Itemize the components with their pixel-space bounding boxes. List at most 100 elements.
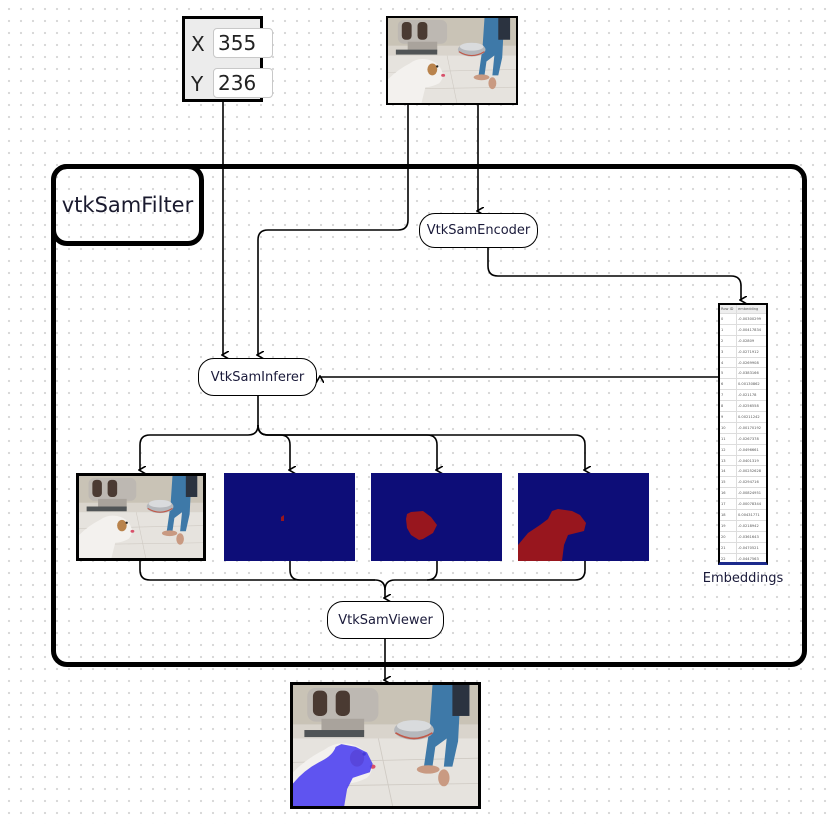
embedding-value-cell: -0.00300299	[736, 313, 766, 325]
filter-title-box	[51, 164, 204, 246]
embedding-value-cell: -0.0294716	[736, 476, 766, 489]
input-image	[386, 16, 518, 105]
embedding-value-cell: -0.00252628	[736, 465, 766, 478]
point-input-panel: X 355 Y 236	[182, 16, 273, 102]
embedding-value-cell: -0.0269908	[736, 357, 766, 369]
column-header: embedding	[736, 305, 766, 314]
row-id-cell: 14	[720, 465, 737, 478]
embedding-value-cell: -0.02809	[736, 335, 766, 347]
embedding-value-cell: -0.0361643	[736, 531, 766, 543]
row-id-cell: 10	[720, 422, 737, 434]
x-input[interactable]: 355	[213, 28, 273, 58]
row-id-cell: 18	[720, 509, 737, 521]
embedding-value-cell: -0.0447563	[736, 553, 766, 562]
row-id-cell: 9	[720, 411, 737, 423]
row-id-cell: 7	[720, 389, 737, 402]
mask-image	[224, 473, 355, 561]
viewer-node[interactable]: VtkSamViewer	[327, 601, 444, 639]
output-original-image	[76, 473, 206, 561]
wire-inferer-to-outputs	[140, 395, 259, 470]
embeddings-row: 5-0.0383166	[720, 367, 766, 380]
wire-encoder-to-embeddings	[487, 247, 741, 300]
embeddings-row: 21-0.0470521	[720, 542, 766, 554]
output-mask-head	[371, 473, 502, 561]
embedding-value-cell: -0.0267378	[736, 433, 766, 445]
embedding-value-cell: -0.0401319	[736, 455, 766, 467]
embedding-value-cell: -0.00170192	[736, 422, 766, 434]
embeddings-row: 14-0.00252628	[720, 465, 766, 478]
embeddings-row: 23-0.0276045	[720, 564, 766, 565]
embedding-value-cell: 0.00130862	[736, 378, 766, 391]
y-input[interactable]: 236	[213, 68, 273, 98]
column-header: Row ID	[720, 305, 737, 314]
embeddings-row: 17-0.00078344	[720, 498, 766, 511]
embeddings-row: 3-0.0271912	[720, 346, 766, 358]
embeddings-caption: Embeddings	[702, 571, 784, 586]
mask-image	[518, 473, 649, 561]
embeddings-row: 10-0.00170192	[720, 422, 766, 434]
embeddings-row: 12-0.0496661	[720, 444, 766, 456]
row-id-cell: 22	[720, 553, 737, 562]
row-id-cell: 11	[720, 433, 737, 445]
embeddings-row: 16-0.00824951	[720, 487, 766, 500]
segmentation-overlay	[293, 744, 373, 806]
embeddings-row: 7-0.021178	[720, 389, 766, 402]
embeddings-row: 22-0.0447563	[720, 553, 766, 562]
row-id-cell: 19	[720, 520, 737, 532]
mask-background	[224, 473, 355, 561]
embeddings-row: 2-0.02809	[720, 335, 766, 347]
embeddings-row: 15-0.0294716	[720, 476, 766, 489]
row-id-cell: 15	[720, 476, 737, 489]
row-id-cell: 13	[720, 455, 737, 467]
mask-background	[371, 473, 502, 561]
embeddings-row: 11-0.0267378	[720, 433, 766, 445]
embedding-value-cell: 0.00431771	[736, 509, 766, 521]
sam-filter-frame	[51, 164, 807, 667]
row-id-cell: 21	[720, 542, 737, 554]
mask-region	[281, 515, 284, 521]
x-row: X 355	[185, 25, 273, 61]
embeddings-row: 8-0.0256558	[720, 400, 766, 413]
embedding-value-cell: 0.00211242	[736, 411, 766, 423]
y-row: Y 236	[185, 65, 273, 101]
mask-region	[406, 511, 437, 540]
mask-region	[518, 509, 586, 561]
embedding-value-cell: -0.00078344	[736, 498, 766, 511]
x-label: X	[191, 32, 205, 56]
overlay-photo	[293, 685, 478, 806]
row-id-cell: 17	[720, 498, 737, 511]
row-id-cell: 16	[720, 487, 737, 500]
inferer-node[interactable]: VtkSamInferer	[198, 358, 317, 396]
embeddings-row: 4-0.0269908	[720, 357, 766, 369]
embedding-value-cell: -0.0496661	[736, 444, 766, 456]
embeddings-row: 1-0.00417834	[720, 324, 766, 336]
row-id-cell: 23	[720, 564, 737, 565]
embedding-value-cell: -0.0271912	[736, 346, 766, 358]
result-image	[290, 682, 481, 809]
output-mask-small	[224, 473, 355, 561]
embeddings-row: 0-0.00300299	[720, 313, 766, 325]
row-id-cell: 0	[720, 313, 737, 325]
embedding-value-cell: -0.0276045	[737, 564, 767, 565]
mask-image	[371, 473, 502, 561]
row-id-cell: 5	[720, 367, 737, 380]
embedding-value-cell: -0.0218942	[736, 520, 766, 532]
embeddings-row: 20-0.0361643	[720, 531, 766, 543]
embedding-value-cell: -0.00417834	[736, 324, 766, 336]
embeddings-row: 19-0.0218942	[720, 520, 766, 532]
y-label: Y	[191, 72, 204, 96]
embeddings-header-row: Row ID embedding	[720, 305, 766, 314]
filter-title: vtkSamFilter	[61, 193, 194, 217]
row-id-cell: 2	[720, 335, 737, 347]
embedding-value-cell: -0.0383166	[736, 367, 766, 380]
wire-outputs-to-viewer	[139, 560, 385, 598]
output-mask-full-dog	[518, 473, 649, 561]
embedding-value-cell: -0.00824951	[736, 487, 766, 500]
row-id-cell: 6	[720, 378, 737, 391]
encoder-node[interactable]: VtkSamEncoder	[419, 213, 538, 248]
